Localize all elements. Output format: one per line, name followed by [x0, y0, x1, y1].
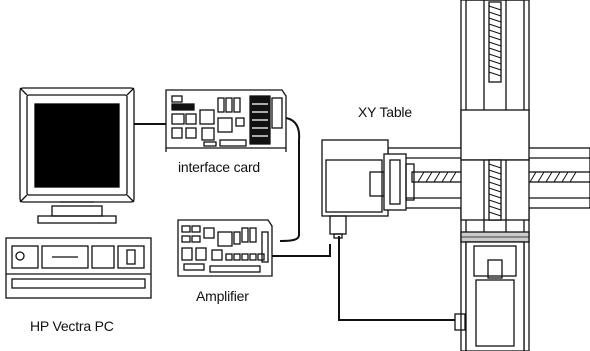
cable-amplifier-to-motor-y — [339, 236, 455, 320]
pc-unit — [6, 238, 151, 298]
monitor — [20, 88, 134, 223]
cable-amplifier-to-motor-x — [272, 244, 330, 256]
xy-table — [322, 0, 590, 351]
label-pc: HP Vectra PC — [30, 318, 114, 334]
label-amplifier: Amplifier — [196, 288, 249, 304]
amplifier-card — [178, 220, 272, 276]
interface-card — [166, 90, 286, 152]
cable-card-to-amplifier — [280, 118, 299, 241]
label-interface-card: interface card — [178, 159, 260, 175]
label-xy-table: XY Table — [358, 104, 412, 120]
